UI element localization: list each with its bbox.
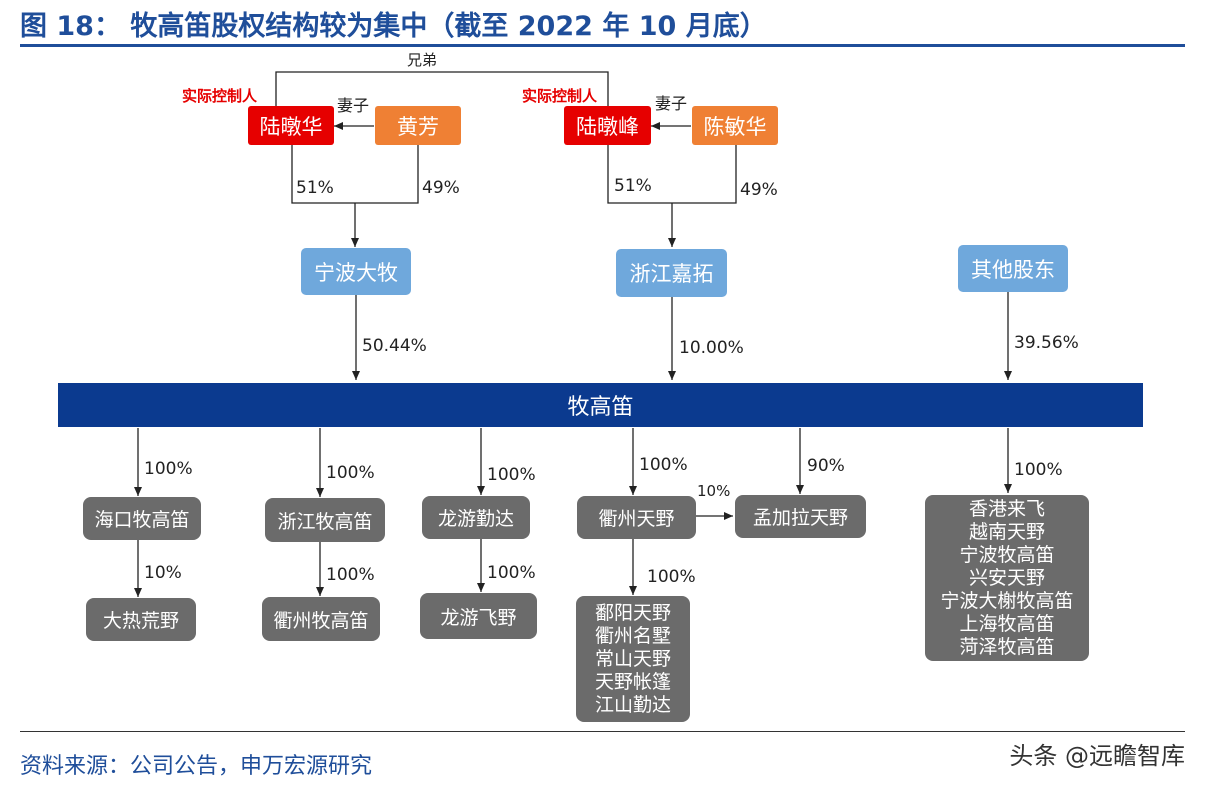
node-haikou: 海口牧高笛 xyxy=(83,497,201,540)
node-huang-fang: 黄芳 xyxy=(375,106,461,145)
node-right-group: 香港来飞 越南天野 宁波牧高笛 兴安天野 宁波大榭牧高笛 上海牧高笛 菏泽牧高笛 xyxy=(925,495,1089,661)
node-zhejiang-mgd: 浙江牧高笛 xyxy=(265,498,385,542)
pct-hf-ningbo: 49% xyxy=(422,178,460,198)
pct-ldf-jiatuo: 51% xyxy=(614,176,652,196)
node-longyou-qinda: 龙游勤达 xyxy=(422,496,530,539)
group-item: 香港来飞 xyxy=(968,497,1045,520)
group-item: 鄱阳天野 xyxy=(594,601,671,624)
node-quzhou-mgd: 衢州牧高笛 xyxy=(262,597,380,641)
pct-haikou-dare: 10% xyxy=(144,563,182,583)
node-lu-dunfeng: 陆暾峰 xyxy=(564,106,651,145)
group-item: 宁波大榭牧高笛 xyxy=(940,589,1074,612)
group-item: 江山勤达 xyxy=(594,693,671,716)
pct-haikou: 100% xyxy=(144,459,193,479)
pct-cmh-jiatuo: 49% xyxy=(740,180,778,200)
pct-quzhou-group: 100% xyxy=(647,567,696,587)
group-item: 上海牧高笛 xyxy=(959,612,1055,635)
node-quzhou-tianye: 衢州天野 xyxy=(577,496,696,539)
group-item: 衢州名墅 xyxy=(594,624,671,647)
node-longyou-feiye: 龙游飞野 xyxy=(420,593,537,639)
brothers-label: 兄弟 xyxy=(407,51,438,69)
node-dare: 大热荒野 xyxy=(86,598,196,641)
group-item: 天野帐篷 xyxy=(594,670,671,693)
group-item: 菏泽牧高笛 xyxy=(959,635,1055,658)
node-zhejiang-jiatuo: 浙江嘉拓 xyxy=(616,249,727,297)
title-divider xyxy=(20,44,1185,47)
pct-right-group: 100% xyxy=(1014,460,1063,480)
node-mengjiala: 孟加拉天野 xyxy=(735,495,866,538)
brothers-link xyxy=(275,71,609,106)
node-ningbo-damu: 宁波大牧 xyxy=(301,248,411,295)
controller-label-right: 实际控制人 xyxy=(522,87,598,105)
controller-label-left: 实际控制人 xyxy=(182,87,258,105)
pct-longyou-feiye: 100% xyxy=(487,563,536,583)
node-lu-dunhua: 陆暾华 xyxy=(248,106,334,145)
pct-ningbo-mgd: 50.44% xyxy=(362,336,427,356)
node-quzhou-group: 鄱阳天野 衢州名墅 常山天野 天野帐篷 江山勤达 xyxy=(576,596,690,722)
group-item: 越南天野 xyxy=(968,520,1045,543)
pct-mengjiala: 90% xyxy=(807,456,845,476)
pct-zhejiang: 100% xyxy=(326,463,375,483)
wife-label-right: 妻子 xyxy=(655,94,688,113)
source-note: 资料来源：公司公告，申万宏源研究 xyxy=(20,754,373,779)
node-other-holders: 其他股东 xyxy=(958,245,1068,292)
node-mugaodi: 牧高笛 xyxy=(58,383,1143,427)
pct-quzhou: 100% xyxy=(639,455,688,475)
group-item: 常山天野 xyxy=(594,647,671,670)
wife-label-left: 妻子 xyxy=(337,96,370,115)
pct-ldh-ningbo: 51% xyxy=(296,178,334,198)
pct-jiatuo-mgd: 10.00% xyxy=(679,338,744,358)
group-item: 宁波牧高笛 xyxy=(959,543,1055,566)
page-title: 图 18： 牧高笛股权结构较为集中（截至 2022 年 10 月底） xyxy=(20,11,767,42)
node-chen-minhua: 陈敏华 xyxy=(692,106,778,145)
footer-divider xyxy=(20,731,1185,732)
pct-zhejiang-quzhou: 100% xyxy=(326,565,375,585)
pct-quzhou-mengjiala: 10% xyxy=(697,482,731,500)
group-item: 兴安天野 xyxy=(968,566,1045,589)
watermark: 头条 @远瞻智库 xyxy=(1009,742,1185,770)
pct-longyou: 100% xyxy=(487,465,536,485)
pct-other-mgd: 39.56% xyxy=(1014,333,1079,353)
